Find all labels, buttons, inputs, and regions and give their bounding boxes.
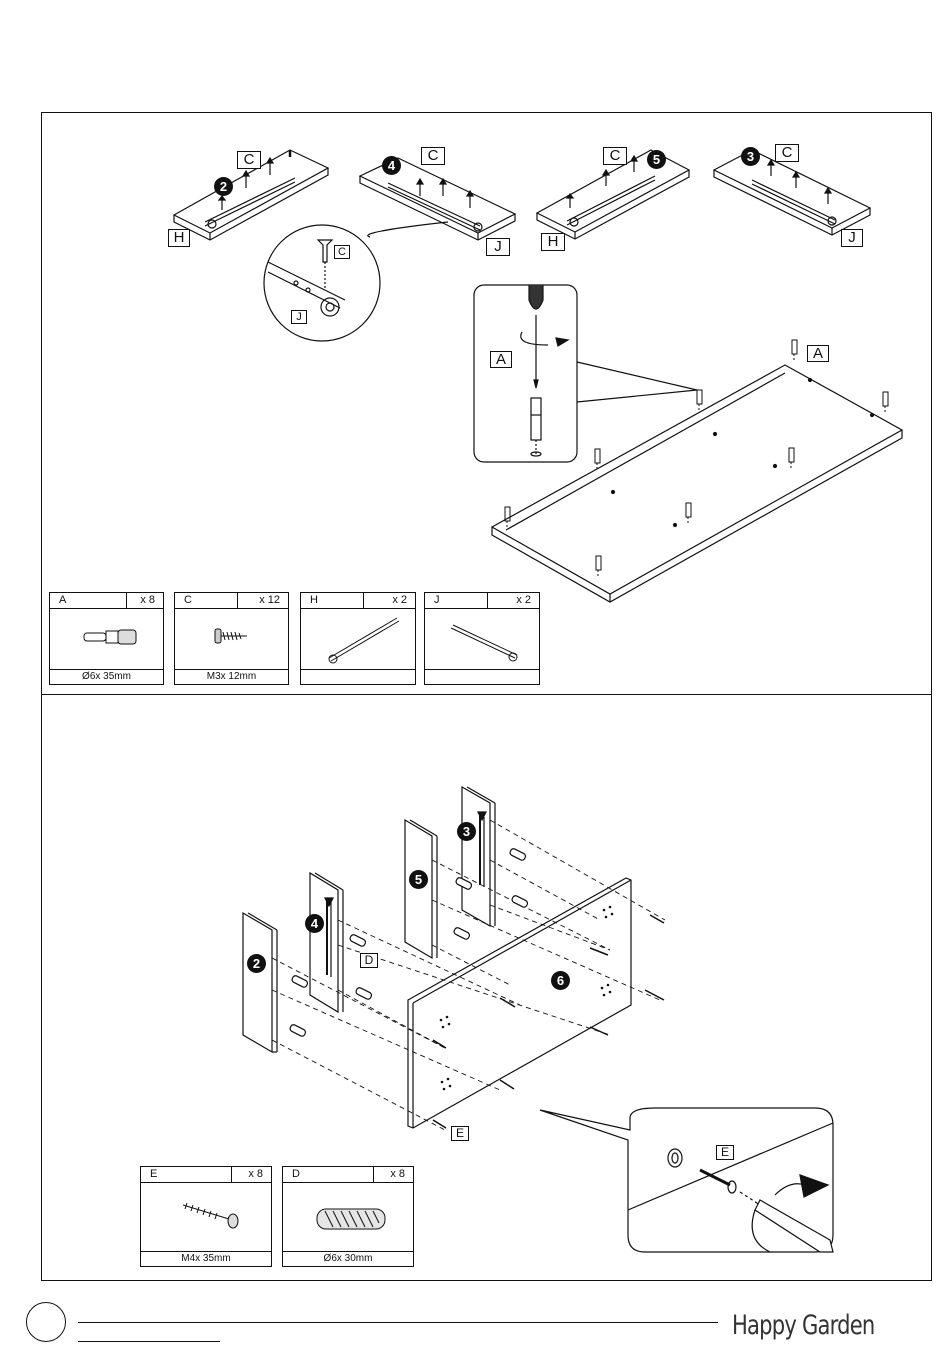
part-size [425, 669, 539, 684]
part-label-c: C [237, 151, 261, 169]
step-number-2: 2 [247, 954, 266, 973]
step-number-5: 5 [409, 870, 428, 889]
footer-divider [78, 1322, 718, 1323]
part-label-e: E [451, 1126, 469, 1141]
part-label-c: C [603, 147, 627, 165]
part-label-c: C [334, 245, 350, 259]
step-number-4: 4 [382, 156, 401, 175]
part-label-c: C [421, 147, 445, 165]
footer-divider-short [78, 1341, 220, 1342]
part-label-a: A [490, 351, 512, 368]
page-number-circle [26, 1302, 66, 1342]
step-number-5: 5 [647, 150, 666, 169]
drawer-side-board-j-right [714, 150, 870, 235]
step-number-4: 4 [305, 914, 324, 933]
step-number-6: 6 [551, 971, 570, 990]
part-size [301, 669, 415, 684]
part-size: Ø6x 30mm [283, 1251, 413, 1266]
part-label-j: J [841, 229, 863, 247]
step-number-3: 3 [741, 147, 760, 166]
part-label-h: H [541, 233, 565, 251]
part-label-d: D [360, 953, 378, 968]
step-number-3: 3 [457, 822, 476, 841]
part-label-a: A [807, 345, 829, 362]
part-size: M3x 12mm [175, 669, 288, 684]
part-label-h: H [168, 229, 190, 247]
part-size: M4x 35mm [141, 1251, 271, 1266]
part-label-j: J [486, 238, 510, 256]
part-size: Ø6x 35mm [50, 669, 163, 684]
part-label-e: E [716, 1145, 734, 1160]
step-number-2: 2 [214, 177, 233, 196]
brand-logo: Happy Garden [732, 1310, 874, 1341]
part-label-j: J [291, 310, 307, 324]
part-label-c: C [775, 144, 799, 162]
